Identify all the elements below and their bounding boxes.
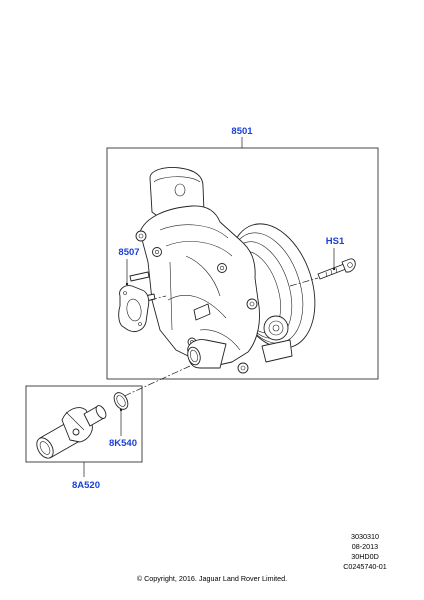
bolt-leader-dot (332, 267, 336, 271)
callout-8507: 8507 (118, 247, 139, 258)
reference-line-3: 30HD0D (351, 552, 379, 561)
gasket-alignment-line (149, 295, 167, 301)
reference-line-2: 08-2013 (351, 542, 379, 551)
main-assembly-frame (106, 147, 379, 380)
reference-block: 3030310 08-2013 30HD0D C0245740-01 (330, 532, 400, 572)
callout-8a520: 8A520 (72, 480, 100, 491)
thermostat-alignment-line (119, 365, 191, 399)
callout-8501: 8501 (231, 126, 253, 137)
o-ring-leader-dot (119, 408, 123, 412)
bolt-icon (317, 258, 356, 280)
o-ring-icon (113, 392, 129, 410)
gasket-icon (118, 285, 150, 333)
callout-hs1: HS1 (326, 236, 345, 247)
reference-line-1: 3030310 (351, 532, 379, 541)
callout-8k540: 8K540 (109, 438, 137, 449)
gasket-leader-dot (125, 282, 129, 286)
thermostat-icon (36, 405, 107, 459)
reference-line-4: C0245740-01 (343, 562, 387, 571)
bolt-alignment-line (289, 277, 319, 287)
water-pump-icon (129, 167, 293, 374)
copyright-notice: © Copyright, 2016. Jaguar Land Rover Lim… (136, 574, 288, 583)
